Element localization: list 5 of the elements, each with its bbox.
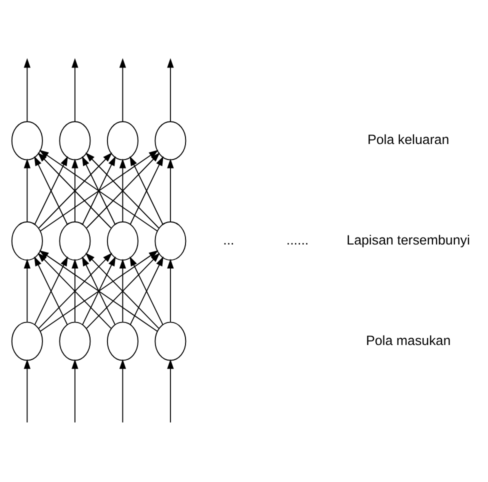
label: ... bbox=[223, 232, 234, 248]
label: Lapisan tersembunyi bbox=[346, 232, 470, 248]
label: Pola keluaran bbox=[367, 132, 450, 148]
label: Pola masukan bbox=[366, 332, 451, 348]
label: ...... bbox=[286, 232, 309, 248]
